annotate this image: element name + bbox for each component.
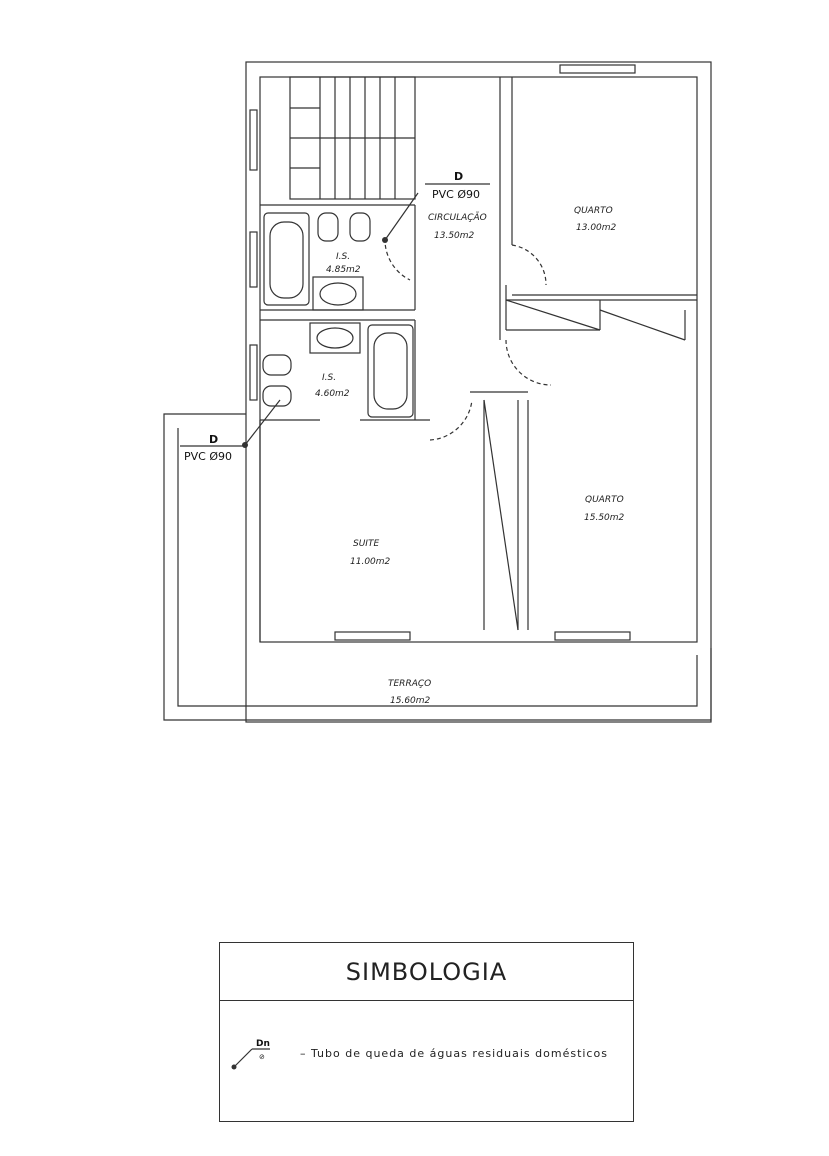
room-name-suite: SUITE: [353, 539, 379, 549]
inner-wall: [259, 76, 698, 643]
legend-symbol-code: Dn: [256, 1039, 270, 1049]
windows: [249, 64, 636, 641]
room-area-terraco: 15.60m2: [390, 696, 431, 706]
terrace-outline: [163, 413, 712, 721]
pipe-drop-icon: Dn ⊘: [231, 1039, 270, 1070]
washbasin: [312, 276, 364, 311]
room-area-is2: 4.60m2: [315, 389, 350, 399]
pipe-line: [384, 192, 419, 241]
pipe-spec-2: PVC Ø90: [184, 450, 232, 463]
bidet: [262, 354, 292, 376]
room-area-circulacao: 13.50m2: [434, 231, 475, 241]
door-swing: [505, 339, 552, 386]
washbasin: [309, 322, 361, 354]
room-name-circulacao: CIRCULAÇÃO: [428, 212, 487, 223]
toilet: [349, 212, 371, 242]
room-area-quarto2: 15.50m2: [584, 513, 625, 523]
door-swing: [511, 244, 547, 286]
room-name-is1: I.S.: [336, 252, 350, 262]
room-area-is1: 4.85m2: [326, 265, 361, 275]
outer-wall: [245, 61, 712, 723]
door-swing: [384, 237, 411, 281]
bidet: [317, 212, 339, 242]
pipe-line: [244, 399, 281, 446]
room-name-quarto1: QUARTO: [574, 206, 613, 216]
door-swing: [429, 399, 473, 441]
room-name-terraco: TERRAÇO: [388, 679, 431, 689]
room-name-is2: I.S.: [322, 373, 336, 383]
staircase: [289, 76, 416, 200]
legend-description: – Tubo de queda de águas residuais domés…: [300, 1047, 608, 1060]
pipe-spec-1: PVC Ø90: [432, 188, 480, 201]
floor-plan: CIRCULAÇÃO 13.50m2 QUARTO 13.00m2 I.S. 4…: [163, 61, 712, 723]
room-area-quarto1: 13.00m2: [576, 223, 617, 233]
legend-row: Dn ⊘ – Tubo de queda de águas residuais …: [230, 1033, 625, 1073]
bathtub: [263, 212, 310, 306]
toilet: [262, 385, 292, 407]
room-area-suite: 11.00m2: [350, 557, 391, 567]
legend-box: SIMBOLOGIA Dn ⊘ – Tubo de queda de águas…: [219, 942, 634, 1122]
legend-title: SIMBOLOGIA: [220, 943, 633, 1001]
room-name-quarto2: QUARTO: [585, 495, 624, 505]
svg-text:⊘: ⊘: [259, 1053, 265, 1061]
pipe-code-1: D: [454, 170, 463, 183]
bathtub: [367, 324, 414, 418]
pipe-code-2: D: [209, 433, 218, 446]
